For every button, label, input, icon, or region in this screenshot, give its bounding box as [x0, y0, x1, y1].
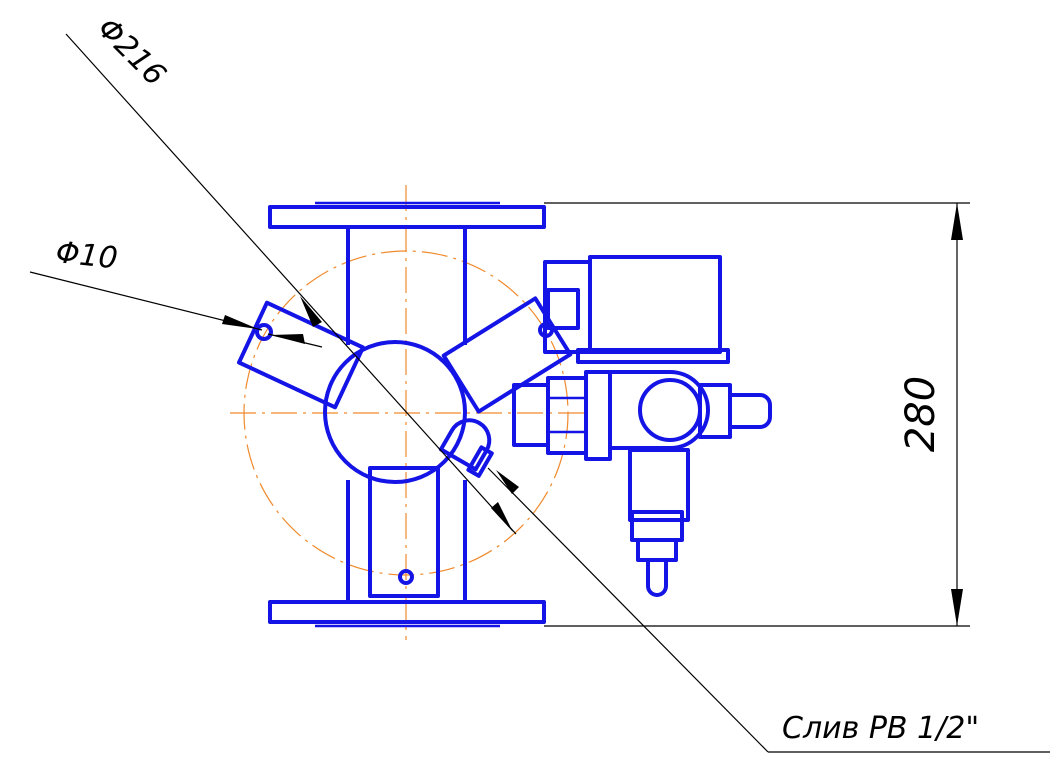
- height-dimension: 280: [544, 202, 970, 627]
- diameter-10-dimension: Φ10: [29, 235, 323, 348]
- height-label: 280: [898, 376, 944, 452]
- arrow-bottom: [951, 589, 963, 626]
- callout-arrow-1: [496, 470, 519, 494]
- d10-arrow-right: [271, 334, 305, 344]
- left-boss: [237, 300, 365, 410]
- coupling-left: [512, 383, 550, 447]
- actuator-housing: [588, 255, 722, 354]
- lower-stem: [646, 558, 668, 597]
- motor-body: [608, 370, 710, 450]
- lower-fitting: [628, 448, 690, 522]
- actuator: [512, 255, 772, 597]
- diameter-arrow-top: [300, 296, 322, 327]
- cable-gland: [728, 393, 772, 429]
- actuator-base: [576, 348, 730, 364]
- valve-sphere: [323, 340, 467, 484]
- d10-arrow-left: [222, 315, 258, 329]
- callout-label: Слив РВ 1/2": [782, 711, 979, 746]
- bottom-boss: [368, 466, 440, 598]
- coupling-mid: [546, 376, 588, 455]
- callout-leader: [487, 467, 769, 753]
- top-flange: [268, 205, 546, 229]
- bottom-port: [398, 569, 414, 585]
- left-port: [255, 323, 273, 341]
- diameter-216-label: Φ216: [90, 11, 172, 93]
- drain-plug: [438, 418, 494, 478]
- valve-body: [237, 201, 573, 628]
- drain-callout: Слив РВ 1/2": [487, 467, 1050, 753]
- coupling-right: [584, 370, 612, 461]
- motor-cap: [638, 378, 702, 442]
- bottom-flange: [268, 600, 546, 624]
- actuator-side: [543, 260, 592, 354]
- actuator-clamp: [546, 288, 580, 330]
- arrow-top: [951, 203, 963, 240]
- diameter-leader: [65, 33, 517, 535]
- lower-nut: [630, 510, 684, 542]
- lower-thread: [636, 538, 678, 562]
- diameter-10-label: Φ10: [54, 235, 119, 276]
- callout-arrow-2: [491, 502, 513, 532]
